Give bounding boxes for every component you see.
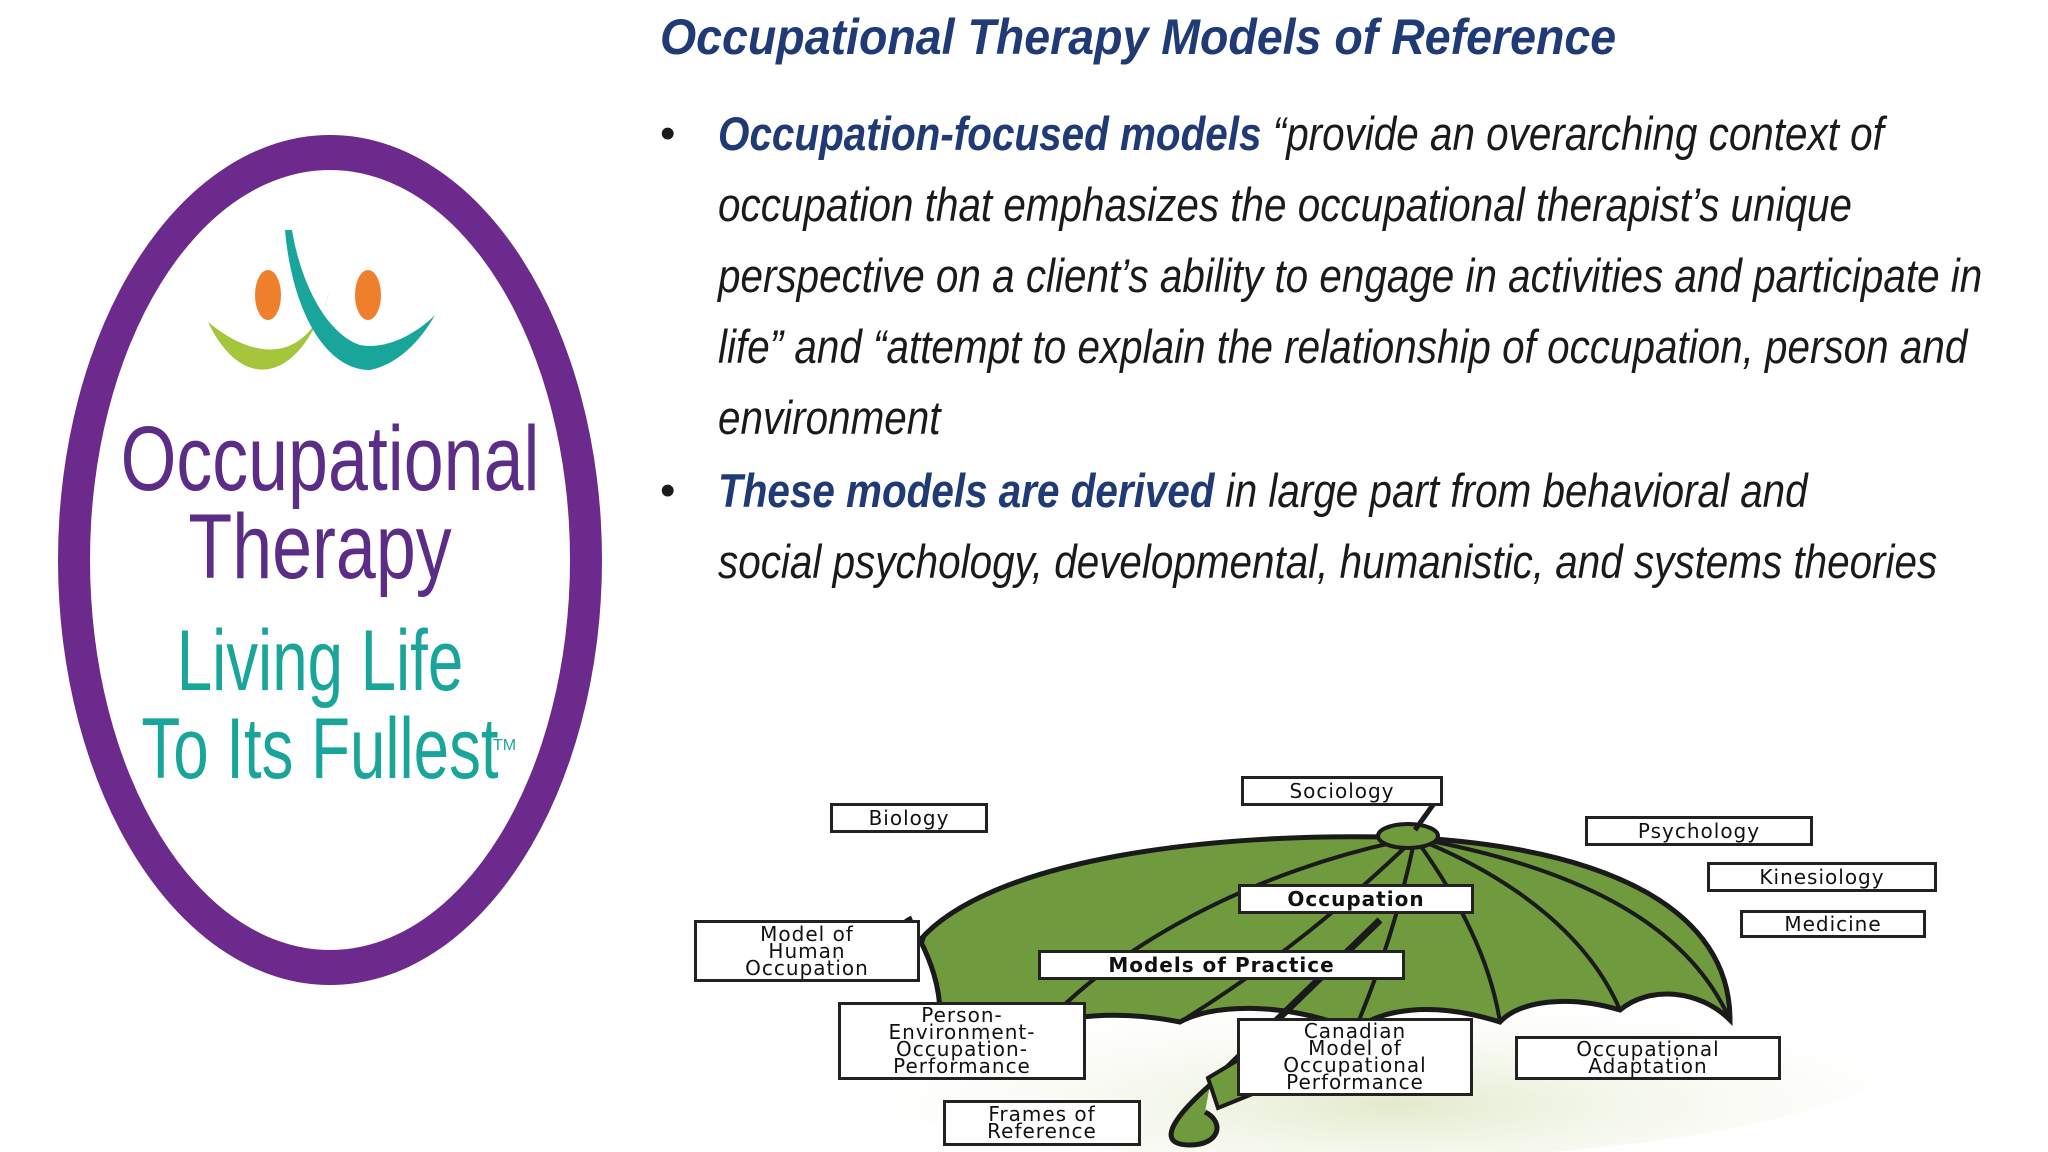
logo-figure-head-left — [255, 270, 281, 320]
bullet-rest: in large part from behavioral and — [1214, 464, 1808, 517]
label-psychology: Psychology — [1585, 816, 1813, 846]
bullet-line: perspective on a client’s ability to eng… — [718, 249, 1983, 302]
label-line: Person- — [921, 1003, 1003, 1027]
bullet-text: These models are derived in large part f… — [718, 455, 2048, 597]
bullet-lead: These models are derived — [718, 464, 1215, 517]
label-line: Environment- — [888, 1020, 1036, 1044]
umbrella-handle — [1168, 1083, 1220, 1148]
label-models-of-practice: Models of Practice — [1038, 950, 1405, 980]
logo-line3: Living Life — [177, 614, 464, 709]
label-medicine: Medicine — [1740, 910, 1926, 938]
label-line: Model of — [1308, 1036, 1402, 1060]
slide-title: Occupational Therapy Models of Reference — [660, 9, 1617, 65]
label-line: Occupation — [745, 955, 869, 980]
logo-figure-arm-teal — [285, 230, 435, 370]
bullet-line: life” and “attempt to explain the relati… — [718, 320, 1968, 373]
label-line: Occupational — [1283, 1053, 1427, 1077]
label-model-of-human-occupation: Model of Human Occupation — [694, 920, 920, 982]
label-biology: Biology — [830, 803, 988, 833]
logo-figure-arm-green — [208, 290, 330, 370]
bullet-dot: • — [660, 466, 676, 515]
bullet-text: Occupation-focused models “provide an ov… — [718, 98, 2048, 453]
bullet-rest: “provide an overarching context of — [1261, 107, 1884, 160]
label-occupational-adaptation: Occupational Adaptation — [1515, 1036, 1781, 1080]
bullet-line: occupation that emphasizes the occupatio… — [718, 178, 1853, 231]
bullet-line: social psychology, developmental, humani… — [718, 535, 1938, 588]
label-kinesiology: Kinesiology — [1707, 862, 1937, 892]
label-sociology: Sociology — [1241, 776, 1443, 806]
bullet-lead: Occupation-focused models — [718, 107, 1262, 160]
bullet-line: Occupation-focused models “provide an ov… — [718, 98, 1884, 169]
logo-figure-head-right — [355, 270, 381, 320]
label-occupation: Occupation — [1238, 884, 1474, 914]
logo-inner — [90, 170, 570, 950]
bullet-line: These models are derived in large part f… — [718, 455, 1862, 526]
bullet-line: environment — [718, 391, 941, 444]
ot-logo: Occupational Therapy Living Life To Its … — [30, 60, 630, 1110]
logo-tm: TM — [493, 737, 516, 754]
label-peop: Person- Environment- Occupation- Perform… — [838, 1002, 1086, 1080]
label-line: Canadian — [1303, 1019, 1407, 1043]
label-line: Frames of — [988, 1102, 1096, 1126]
label-cmop: Canadian Model of Occupational Performan… — [1237, 1018, 1473, 1096]
logo-line2: Therapy — [188, 495, 452, 598]
logo-line1: Occupational — [121, 407, 540, 510]
label-line: Occupational — [1576, 1037, 1720, 1061]
umbrella-diagram: Sociology Biology Psychology Kinesiology… — [690, 760, 1950, 1152]
ot-logo-graphic: Occupational Therapy Living Life To Its … — [58, 135, 602, 985]
label-frames-of-reference: Frames of Reference — [943, 1100, 1141, 1146]
label-line: Adaptation — [1588, 1054, 1708, 1078]
label-line: Human — [768, 938, 846, 963]
label-line: Performance — [1286, 1070, 1424, 1094]
umbrella-cap — [1376, 822, 1440, 850]
label-line: Occupation- — [896, 1037, 1028, 1061]
logo-line4: To Its Fullest — [141, 702, 498, 797]
label-line: Model of — [760, 921, 854, 946]
label-line: Reference — [987, 1119, 1097, 1143]
bullet-dot: • — [660, 109, 676, 158]
label-line: Performance — [893, 1054, 1031, 1078]
umbrella-canopy — [917, 834, 1733, 1034]
